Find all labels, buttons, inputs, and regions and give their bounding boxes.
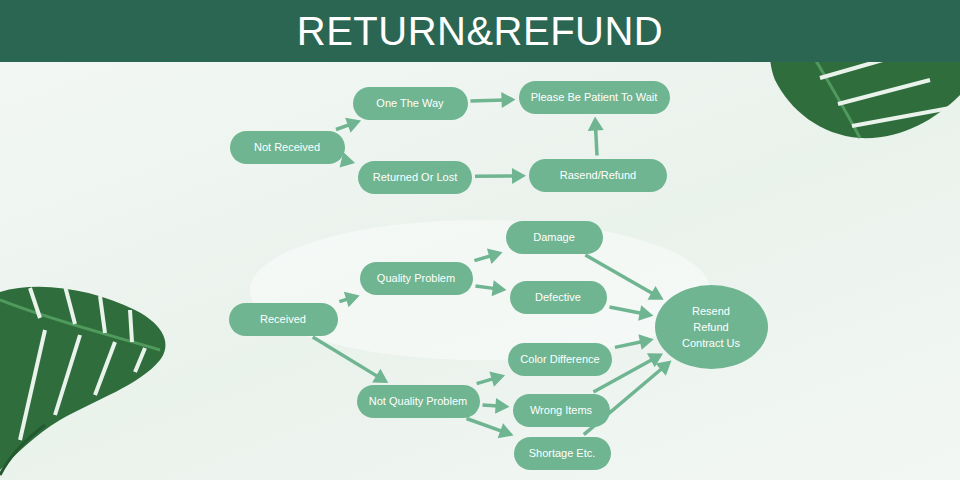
arrowhead: [492, 280, 507, 296]
flow-arrow: [475, 168, 526, 184]
arrowhead: [648, 286, 664, 300]
flow-arrow: [336, 118, 361, 133]
arrowhead: [489, 372, 505, 387]
status-box: Returned Or Lost: [358, 161, 472, 194]
arrowhead: [495, 398, 509, 414]
connector-line: [475, 174, 515, 178]
status-box: One The Way: [353, 87, 468, 120]
flow-arrow: [313, 337, 389, 383]
arrowhead: [487, 249, 503, 264]
flow-arrow: [615, 334, 654, 350]
title: RETURN&REFUND: [0, 0, 960, 62]
node-label: Rasend/Refund: [560, 167, 636, 183]
node-label: Wrong Items: [530, 402, 592, 418]
arrowhead: [656, 360, 672, 375]
node-label: Shortage Etc.: [529, 445, 596, 461]
node-label: Quality Problem: [377, 270, 455, 286]
flow-arrow: [609, 305, 653, 321]
flow-arrow: [475, 280, 506, 296]
node-label: Please Be Patient To Wait: [531, 89, 658, 105]
category-box: Not Quality Problem: [357, 385, 480, 418]
connector-line: [467, 419, 503, 432]
flow-arrow: [467, 419, 514, 439]
arrowhead: [512, 168, 526, 184]
node-label: Returned Or Lost: [373, 169, 457, 185]
issue-box: Defective: [510, 281, 607, 314]
connector-line: [615, 341, 643, 347]
node-label: Color Difference: [520, 351, 599, 367]
node-label: Refund: [693, 319, 728, 335]
node-label: Received: [260, 311, 306, 327]
arrowhead: [498, 423, 514, 438]
arrowhead: [372, 369, 388, 383]
node-label: Not Quality Problem: [369, 393, 467, 409]
solution-circle: ResendRefundContract Us: [655, 285, 768, 369]
arrowhead: [588, 116, 604, 130]
result-box: Rasend/Refund: [529, 159, 667, 192]
node-label: Contract Us: [682, 335, 740, 351]
flow-arrow: [477, 372, 505, 387]
flow-arrow: [474, 249, 502, 264]
node-label: Not Received: [254, 139, 320, 155]
issue-box: Shortage Etc.: [514, 437, 611, 470]
node-label: Damage: [533, 229, 575, 245]
connector-line: [313, 337, 379, 377]
status-box: Received: [229, 303, 338, 336]
issue-box: Damage: [506, 221, 603, 254]
connector-line: [609, 307, 642, 313]
arrowhead: [501, 92, 515, 108]
flow-arrow: [339, 292, 359, 307]
issue-box: Color Difference: [508, 343, 612, 376]
flow-arrow: [588, 116, 604, 155]
arrowhead: [638, 305, 653, 321]
node-label: One The Way: [376, 95, 443, 111]
result-box: Please Be Patient To Wait: [519, 81, 670, 114]
connector-line: [470, 100, 504, 101]
arrowhead: [345, 118, 361, 133]
node-label: Resend: [692, 303, 730, 319]
leaf-stem: [0, 425, 45, 475]
issue-box: Wrong Items: [513, 394, 610, 427]
flow-arrow: [482, 398, 509, 414]
connector-line: [596, 128, 597, 156]
status-box: Not Received: [230, 131, 345, 164]
flow-arrow: [470, 92, 515, 108]
arrowhead: [638, 334, 653, 350]
node-label: Defective: [535, 289, 581, 305]
category-box: Quality Problem: [360, 262, 473, 295]
arrowhead: [344, 292, 360, 307]
connector-line: [475, 286, 495, 289]
